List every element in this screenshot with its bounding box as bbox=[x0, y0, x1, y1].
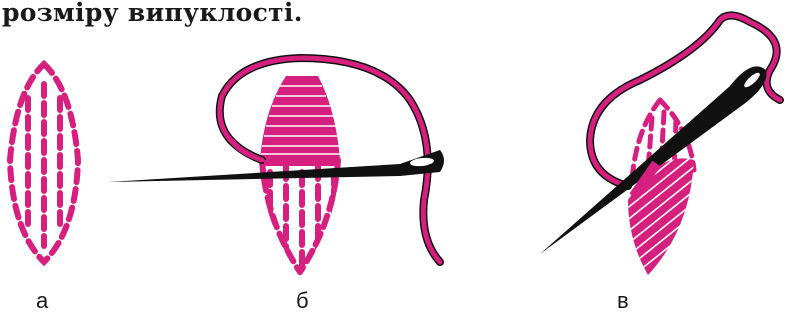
label-b: б bbox=[296, 288, 309, 314]
label-a: а bbox=[36, 288, 48, 314]
figure-c-diagonal-satin bbox=[540, 15, 780, 302]
figure-b-satin-stitch bbox=[108, 58, 444, 280]
label-c: в bbox=[617, 288, 629, 314]
figure-a-stitch-outline bbox=[10, 64, 78, 262]
